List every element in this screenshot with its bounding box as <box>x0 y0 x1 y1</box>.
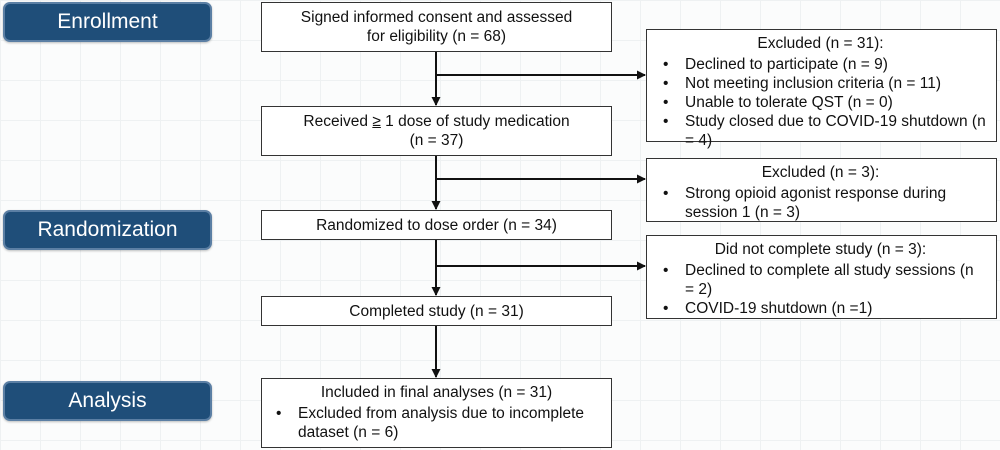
received-suffix: 1 dose of study medication <box>380 113 570 130</box>
consent-line-2: for eligibility (n = 68) <box>366 28 507 45</box>
phase-randomization: Randomization <box>3 210 212 250</box>
excluded-1-item: Not meeting inclusion criteria (n = 11) <box>663 74 986 93</box>
not-complete-box: Did not complete study (n = 3): Declined… <box>646 235 997 319</box>
received-box: Received ≥ 1 dose of study medication (n… <box>261 106 612 156</box>
phase-enrollment: Enrollment <box>3 2 212 42</box>
phase-analysis: Analysis <box>3 381 212 421</box>
not-complete-item: Declined to complete all study sessions … <box>663 261 986 299</box>
excluded-box-2: Excluded (n = 3): Strong opioid agonist … <box>646 158 997 222</box>
randomized-box: Randomized to dose order (n = 34) <box>261 210 612 240</box>
phase-analysis-label: Analysis <box>68 389 147 412</box>
included-title: Included in final analyses (n = 31) <box>320 384 553 401</box>
not-complete-list: Declined to complete all study sessions … <box>655 261 986 318</box>
consent-line-1: Signed informed consent and assessed <box>300 9 573 26</box>
not-complete-item: COVID-19 shutdown (n =1) <box>663 299 986 318</box>
excluded-2-list: Strong opioid agonist response during se… <box>655 184 986 222</box>
phase-enrollment-label: Enrollment <box>57 10 158 33</box>
included-box: Included in final analyses (n = 31) Excl… <box>261 378 612 448</box>
excluded-2-title: Excluded (n = 3): <box>761 164 880 181</box>
excluded-2-item: Strong opioid agonist response during se… <box>663 184 986 222</box>
completed-box: Completed study (n = 31) <box>261 296 612 326</box>
not-complete-title: Did not complete study (n = 3): <box>714 241 927 258</box>
excluded-1-list: Declined to participate (n = 9) Not meet… <box>655 55 986 150</box>
excluded-1-title: Excluded (n = 31): <box>757 35 884 52</box>
phase-randomization-label: Randomization <box>37 218 178 241</box>
received-line-2: (n = 37) <box>409 132 464 149</box>
completed-text: Completed study (n = 31) <box>349 302 524 320</box>
consent-box: Signed informed consent and assessed for… <box>261 2 612 52</box>
received-prefix: Received <box>303 113 373 130</box>
excluded-box-1: Excluded (n = 31): Declined to participa… <box>646 29 997 149</box>
excluded-1-item: Study closed due to COVID-19 shutdown (n… <box>663 112 986 150</box>
received-line-1: Received ≥ 1 dose of study medication <box>303 112 569 131</box>
included-bullet: Excluded from analysis due to incomplete… <box>276 404 603 442</box>
excluded-1-item: Declined to participate (n = 9) <box>663 55 986 74</box>
included-list: Excluded from analysis due to incomplete… <box>270 404 603 442</box>
excluded-1-item: Unable to tolerate QST (n = 0) <box>663 93 986 112</box>
randomized-text: Randomized to dose order (n = 34) <box>316 216 557 234</box>
received-symbol: ≥ <box>372 113 381 130</box>
